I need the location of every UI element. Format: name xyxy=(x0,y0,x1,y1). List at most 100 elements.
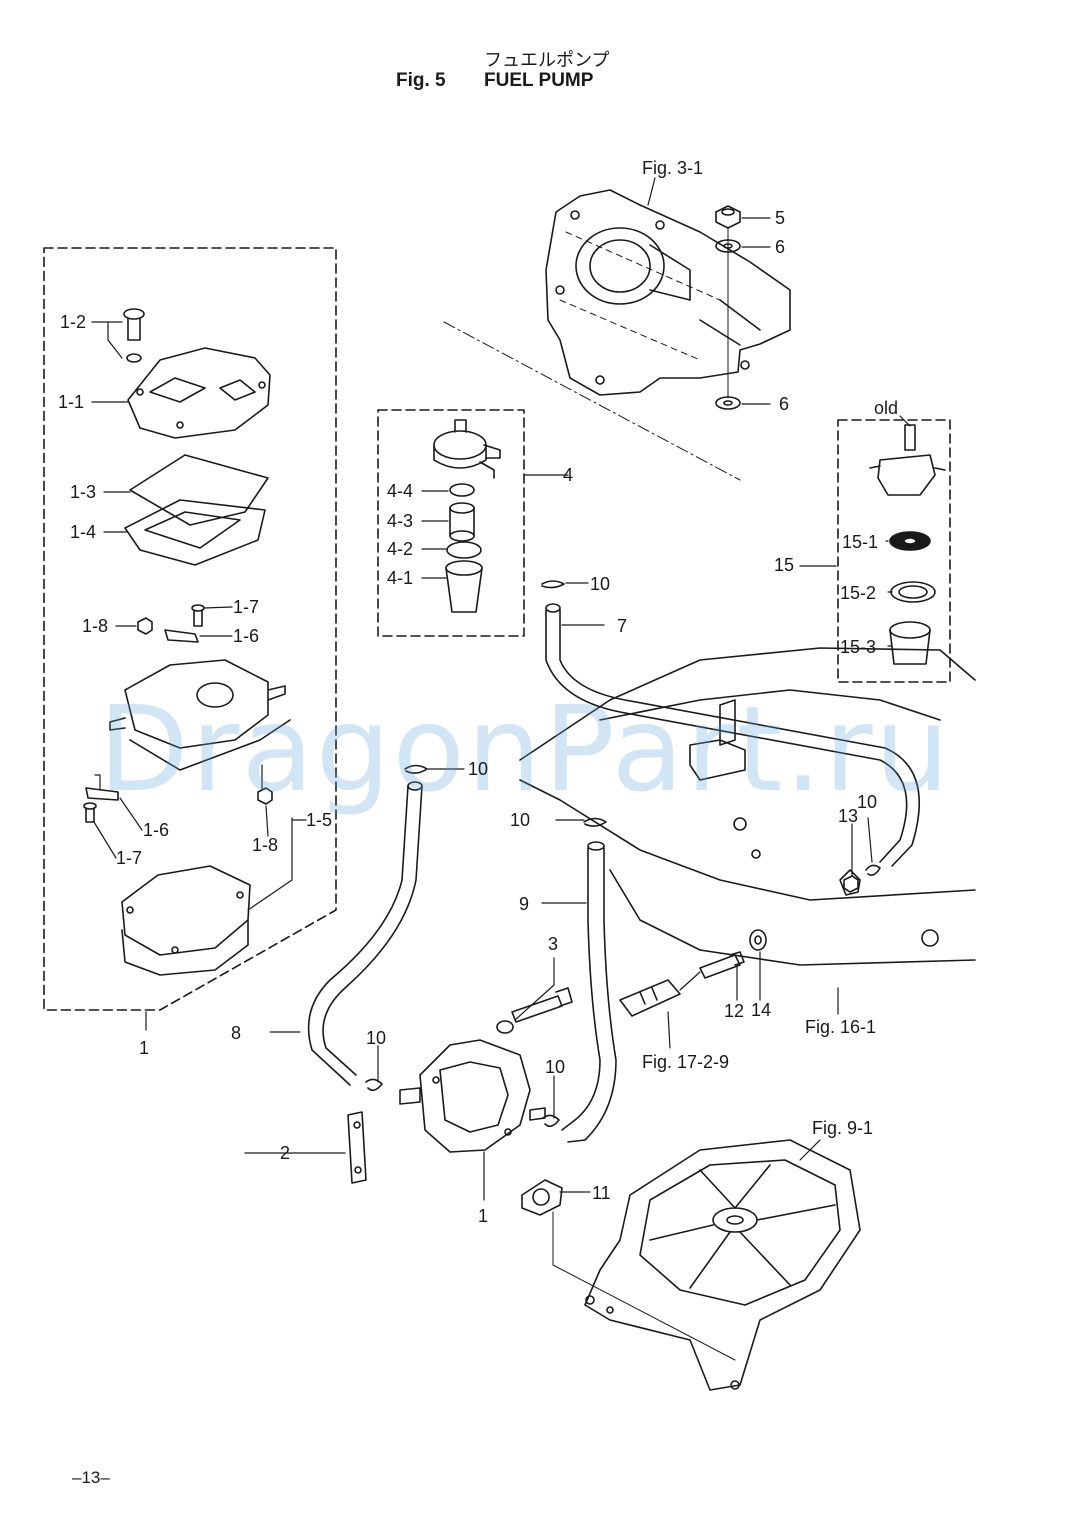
fitting-fig-17-2-9 xyxy=(619,979,681,1017)
callout-8: 8 xyxy=(231,1023,241,1043)
diaphragm-1-3 xyxy=(129,454,269,526)
valve-1-6-upper xyxy=(164,629,199,643)
gasket-1-4 xyxy=(124,499,266,566)
hose-clip-10-mid-left xyxy=(404,764,428,774)
screw-1-7-lower xyxy=(83,802,97,823)
callout-10-right: 10 xyxy=(857,792,877,812)
ref-fig-16-1: Fig. 16-1 xyxy=(805,1017,876,1037)
callout-13: 13 xyxy=(838,806,858,826)
callout-1-6-lower: 1-6 xyxy=(143,820,169,840)
callout-1-7-lower: 1-7 xyxy=(116,848,142,868)
clamp-11 xyxy=(521,1179,563,1216)
valve-1-6-lower xyxy=(85,787,119,801)
callout-numbers: 1-2 1-1 1-3 1-4 1-7 1-8 1-6 1-6 1-7 1-8 … xyxy=(58,208,878,1226)
callout-4-1: 4-1 xyxy=(387,568,413,588)
callout-1-pump: 1 xyxy=(478,1206,488,1226)
hose-7 xyxy=(545,603,921,867)
hose-clip-10-pump-left xyxy=(365,1078,383,1092)
callout-1-8-lower: 1-8 xyxy=(252,835,278,855)
ref-fig-3-1: Fig. 3-1 xyxy=(642,158,703,178)
callout-4-4: 4-4 xyxy=(387,481,413,501)
pump-cover-1-1 xyxy=(127,347,271,439)
hose-clip-10-top xyxy=(541,580,565,589)
callout-1-8-upper: 1-8 xyxy=(82,616,108,636)
figure-references: Fig. 3-1 Fig. 16-1 Fig. 17-2-9 Fig. 9-1 … xyxy=(642,158,898,1138)
callout-1-1: 1-1 xyxy=(58,392,84,412)
bracket-plate-2 xyxy=(347,1111,367,1184)
callout-10-top: 10 xyxy=(590,574,610,594)
pump-lower-housing xyxy=(121,817,293,976)
callout-1-7-upper: 1-7 xyxy=(233,597,259,617)
callout-3: 3 xyxy=(548,934,558,954)
callout-4-2: 4-2 xyxy=(387,539,413,559)
washer-1-2 xyxy=(126,353,142,363)
assembly-box-1 xyxy=(43,247,337,1011)
fuel-pump-1 xyxy=(399,1039,546,1153)
callout-2: 2 xyxy=(280,1143,290,1163)
callout-4: 4 xyxy=(563,465,573,485)
callout-10-pump-right: 10 xyxy=(545,1057,565,1077)
washer-3 xyxy=(496,1020,514,1034)
callout-10-pump-left: 10 xyxy=(366,1028,386,1048)
callout-1-4: 1-4 xyxy=(70,522,96,542)
bracket-fig-3-1 xyxy=(545,189,791,396)
filter-cup-4-1 xyxy=(445,560,483,613)
assembly-box-15 xyxy=(837,419,951,683)
assembly-box-4 xyxy=(377,409,525,637)
bottom-cowling-fig-16-1 xyxy=(519,647,976,966)
ref-fig-17-2-9: Fig. 17-2-9 xyxy=(642,1052,729,1072)
ref-fig-9-1: Fig. 9-1 xyxy=(812,1118,873,1138)
callout-6-upper: 6 xyxy=(775,237,785,257)
callout-7: 7 xyxy=(617,616,627,636)
fuel-filter-cap-4 xyxy=(433,419,501,479)
filter-element-4-3 xyxy=(449,502,475,542)
figure-number: Fig. 5 xyxy=(396,70,446,91)
callout-1-6-upper: 1-6 xyxy=(233,626,259,646)
base-fig-9-1 xyxy=(584,1139,861,1391)
nut-1-8-upper xyxy=(137,617,153,635)
callout-15-2: 15-2 xyxy=(840,583,876,603)
fuel-joint-15 xyxy=(869,424,946,496)
callout-5: 5 xyxy=(775,208,785,228)
callout-15: 15 xyxy=(774,555,794,575)
screw-1-7-upper xyxy=(191,604,205,627)
japanese-title: フュエルポンプ xyxy=(484,50,610,71)
callout-10-mid: 10 xyxy=(510,810,530,830)
nut-5 xyxy=(715,205,741,229)
seal-15-1 xyxy=(889,531,931,551)
connector-12 xyxy=(699,951,745,979)
callout-10-mid-left: 10 xyxy=(468,759,488,779)
screw-1-2 xyxy=(123,308,145,341)
callout-4-3: 4-3 xyxy=(387,511,413,531)
callout-6-lower: 6 xyxy=(779,394,789,414)
page-number: –13– xyxy=(72,1468,110,1487)
callout-1-5: 1-5 xyxy=(306,810,332,830)
callout-11: 11 xyxy=(592,1183,611,1203)
o-ring-15-2 xyxy=(890,581,936,603)
assembly-guide-line xyxy=(443,321,741,481)
o-ring-4-4 xyxy=(449,483,475,497)
bolt-3 xyxy=(511,987,573,1023)
nut-1-8-lower xyxy=(257,787,273,805)
callout-12: 12 xyxy=(724,1001,744,1021)
leader-lines xyxy=(91,177,911,1361)
callout-1-3: 1-3 xyxy=(70,482,96,502)
figure-title: FUEL PUMP xyxy=(484,70,594,91)
callout-1-2: 1-2 xyxy=(60,312,86,332)
cup-15-3 xyxy=(889,621,931,665)
callout-15-3: 15-3 xyxy=(840,637,876,657)
callout-1-assembly: 1 xyxy=(139,1038,149,1058)
watermark: DragonPart.ru xyxy=(98,680,951,818)
hose-8 xyxy=(307,781,423,1086)
washer-14 xyxy=(749,929,767,951)
hose-9 xyxy=(561,841,617,1143)
callout-9: 9 xyxy=(519,894,529,914)
o-ring-4-2 xyxy=(446,541,482,559)
pump-body xyxy=(109,659,291,771)
hose-clip-10-pump-right xyxy=(542,1114,560,1128)
nut-13 xyxy=(843,875,859,893)
callout-14: 14 xyxy=(751,1000,771,1020)
hose-clip-10-right xyxy=(865,864,881,876)
